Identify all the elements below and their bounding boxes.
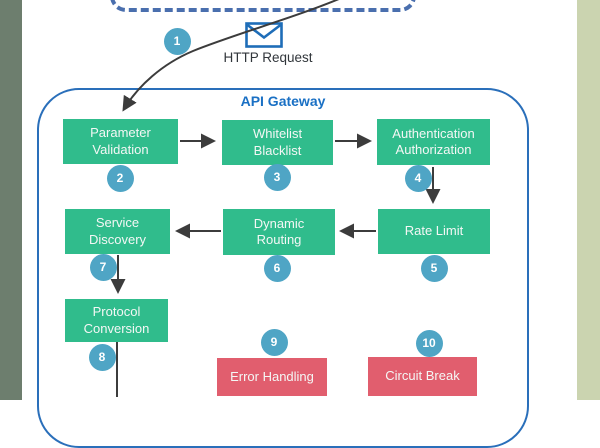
- right-margin-bar: [577, 0, 600, 400]
- node-rate-limit: Rate Limit: [378, 209, 490, 254]
- node-error-handling: Error Handling: [217, 358, 327, 396]
- step-circle-5: 5: [420, 254, 448, 282]
- node-label-line2: Authorization: [395, 142, 472, 157]
- node-label-line1: Error Handling: [230, 368, 314, 384]
- step-circle-4: 4: [404, 164, 432, 192]
- step-circle-10: 10: [415, 329, 443, 357]
- step-circle-3: 3: [263, 163, 291, 191]
- node-label-line2: Validation: [92, 141, 149, 157]
- api-gateway-title: API Gateway: [240, 93, 326, 109]
- step-circle-9: 9: [260, 328, 288, 356]
- step-circle-7: 7: [89, 253, 117, 281]
- node-circuit-break: Circuit Break: [368, 357, 477, 396]
- node-label-line2: Conversion: [83, 320, 150, 336]
- node-label-line2: Blacklist: [253, 142, 302, 158]
- step-circle-6: 6: [263, 254, 291, 282]
- left-margin-bar: [0, 0, 22, 400]
- node-label-line1: Dynamic: [253, 215, 305, 231]
- step-circle-2: 2: [106, 164, 134, 192]
- envelope-icon: [245, 22, 283, 48]
- node-label-line2: Routing: [256, 232, 302, 247]
- step-circle-8: 8: [88, 343, 116, 371]
- http-request-label: HTTP Request: [223, 50, 313, 65]
- node-label-line1: Service: [95, 215, 140, 230]
- node-label-line2: Discovery: [88, 231, 147, 247]
- node-label-line1: Protocol: [92, 304, 141, 319]
- node-label-line1: Rate Limit: [404, 223, 464, 239]
- node-label-line1: Authentication: [392, 125, 475, 141]
- node-label-line1: Parameter: [90, 125, 151, 140]
- client-dashed-box: [110, 0, 416, 12]
- step-circle-1: 1: [163, 27, 191, 55]
- node-label-line1: Circuit Break: [385, 368, 460, 384]
- node-label-line1: Whitelist: [252, 126, 303, 141]
